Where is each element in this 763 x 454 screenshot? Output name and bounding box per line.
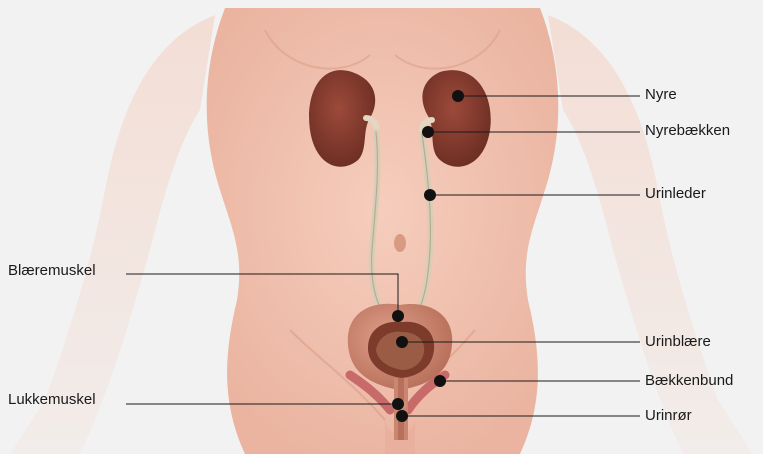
dot-baekkenbund: [434, 375, 446, 387]
label-urinblaere: Urinblære: [645, 333, 711, 351]
dot-nyre: [452, 90, 464, 102]
label-blaeremuskel: Blæremuskel: [8, 262, 96, 280]
label-baekkenbund: Bækkenbund: [645, 372, 733, 390]
dot-urinroer: [396, 410, 408, 422]
dot-urinblaere: [396, 336, 408, 348]
label-nyrebaekken: Nyrebækken: [645, 122, 730, 140]
label-urinroer: Urinrør: [645, 407, 692, 425]
dot-lukkemuskel: [392, 398, 404, 410]
label-nyre: Nyre: [645, 86, 677, 104]
label-urinleder: Urinleder: [645, 185, 706, 203]
torso: [207, 8, 559, 454]
dot-blaeremuskel: [392, 310, 404, 322]
dot-urinleder: [424, 189, 436, 201]
label-lukkemuskel: Lukkemuskel: [8, 391, 96, 409]
dot-nyrebaekken: [422, 126, 434, 138]
